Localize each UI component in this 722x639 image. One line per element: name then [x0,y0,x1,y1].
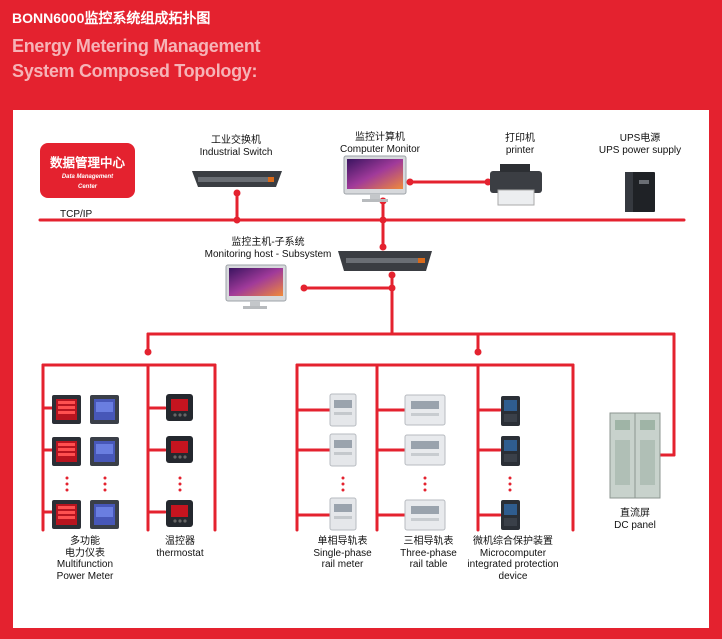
switch-label: 工业交换机 Industrial Switch [186,135,286,158]
ups-label-cn: UPS电源 [619,133,661,144]
single-phase-label-en2: rail meter [321,559,364,570]
dc-panel-label-en: DC panel [614,519,656,531]
thermostat-label-cn: 温控器 [165,536,195,547]
dc-panel-icon [609,412,661,499]
single-phase-label: 单相导轨表 Single-phase rail meter [300,536,385,571]
three-phase-meter-icons [404,394,446,531]
monitoring-host-icon [338,251,432,271]
host-label-en: Monitoring host - Subsystem [204,248,332,260]
switch-label-en: Industrial Switch [199,146,273,158]
data-center-label-cn: 数据管理中心 [49,156,125,170]
single-phase-label-en1: Single-phase [313,547,372,559]
switch-label-cn: 工业交换机 [211,135,261,146]
computer-label-en: Computer Monitor [339,143,421,155]
protection-label-en2: integrated protection [467,559,559,570]
meter-label-en2: Power Meter [56,570,114,582]
meter-label-cn2: 电力仪表 [65,547,105,559]
page-subtitle-line1: Energy Metering Management [12,36,261,56]
printer-label-cn: 打印机 [505,133,535,144]
ups-label: UPS电源 UPS power supply [590,133,690,156]
host-label-cn: 监控主机-子系统 [231,237,305,248]
single-phase-meter-icons [329,393,357,531]
ellipsis-dots [65,476,512,492]
page-subtitle-line2: System Composed Topology: [12,61,258,81]
computer-label-cn: 监控计算机 [355,132,405,143]
thermostat-icons [166,394,193,527]
protection-label-en1: Microcomputer [479,547,547,559]
single-phase-label-cn: 单相导轨表 [317,536,368,547]
data-center-label-en2: Center [77,184,97,190]
protection-label-cn: 微机综合保护装置 [473,536,553,547]
three-phase-label-en1: Three-phase [400,547,457,559]
printer-label-en: printer [505,144,535,156]
protection-label: 微机综合保护装置 Microcomputer integrated protec… [458,536,568,582]
printer-icon [490,164,542,206]
page-title: BONN6000监控系统组成拓扑图 [12,10,211,26]
three-phase-label-en2: rail table [409,559,448,570]
dc-panel-label: 直流屏 DC panel [605,508,665,531]
ups-label-en: UPS power supply [598,144,682,156]
data-center-label-en1: Data Management [61,174,114,180]
dc-panel-label-cn: 直流屏 [620,508,650,519]
computer-label: 监控计算机 Computer Monitor [325,132,435,155]
printer-label: 打印机 printer [485,133,555,156]
tcpip-label: TCP/IP [60,209,93,220]
three-phase-label-cn: 三相导轨表 [403,536,454,547]
three-phase-label: 三相导轨表 Three-phase rail table [386,536,471,571]
protection-label-en3: device [498,570,528,582]
industrial-switch-icon [192,171,282,187]
computer-monitor-icon [343,155,407,202]
thermostat-label-en: thermostat [156,547,204,559]
subsystem-monitor-icon [225,264,287,309]
protection-device-icons [501,396,520,530]
meter-label-cn1: 多功能 [70,536,100,547]
data-management-center: 数据管理中心 Data Management Center [40,143,135,198]
host-label: 监控主机-子系统 Monitoring host - Subsystem [198,237,338,260]
meter-label-en1: Multifunction [56,559,114,570]
thermostat-label: 温控器 thermostat [145,536,215,559]
ups-icon [625,172,655,212]
meter-label: 多功能 电力仪表 Multifunction Power Meter [40,536,130,582]
power-meter-icons [52,395,119,529]
